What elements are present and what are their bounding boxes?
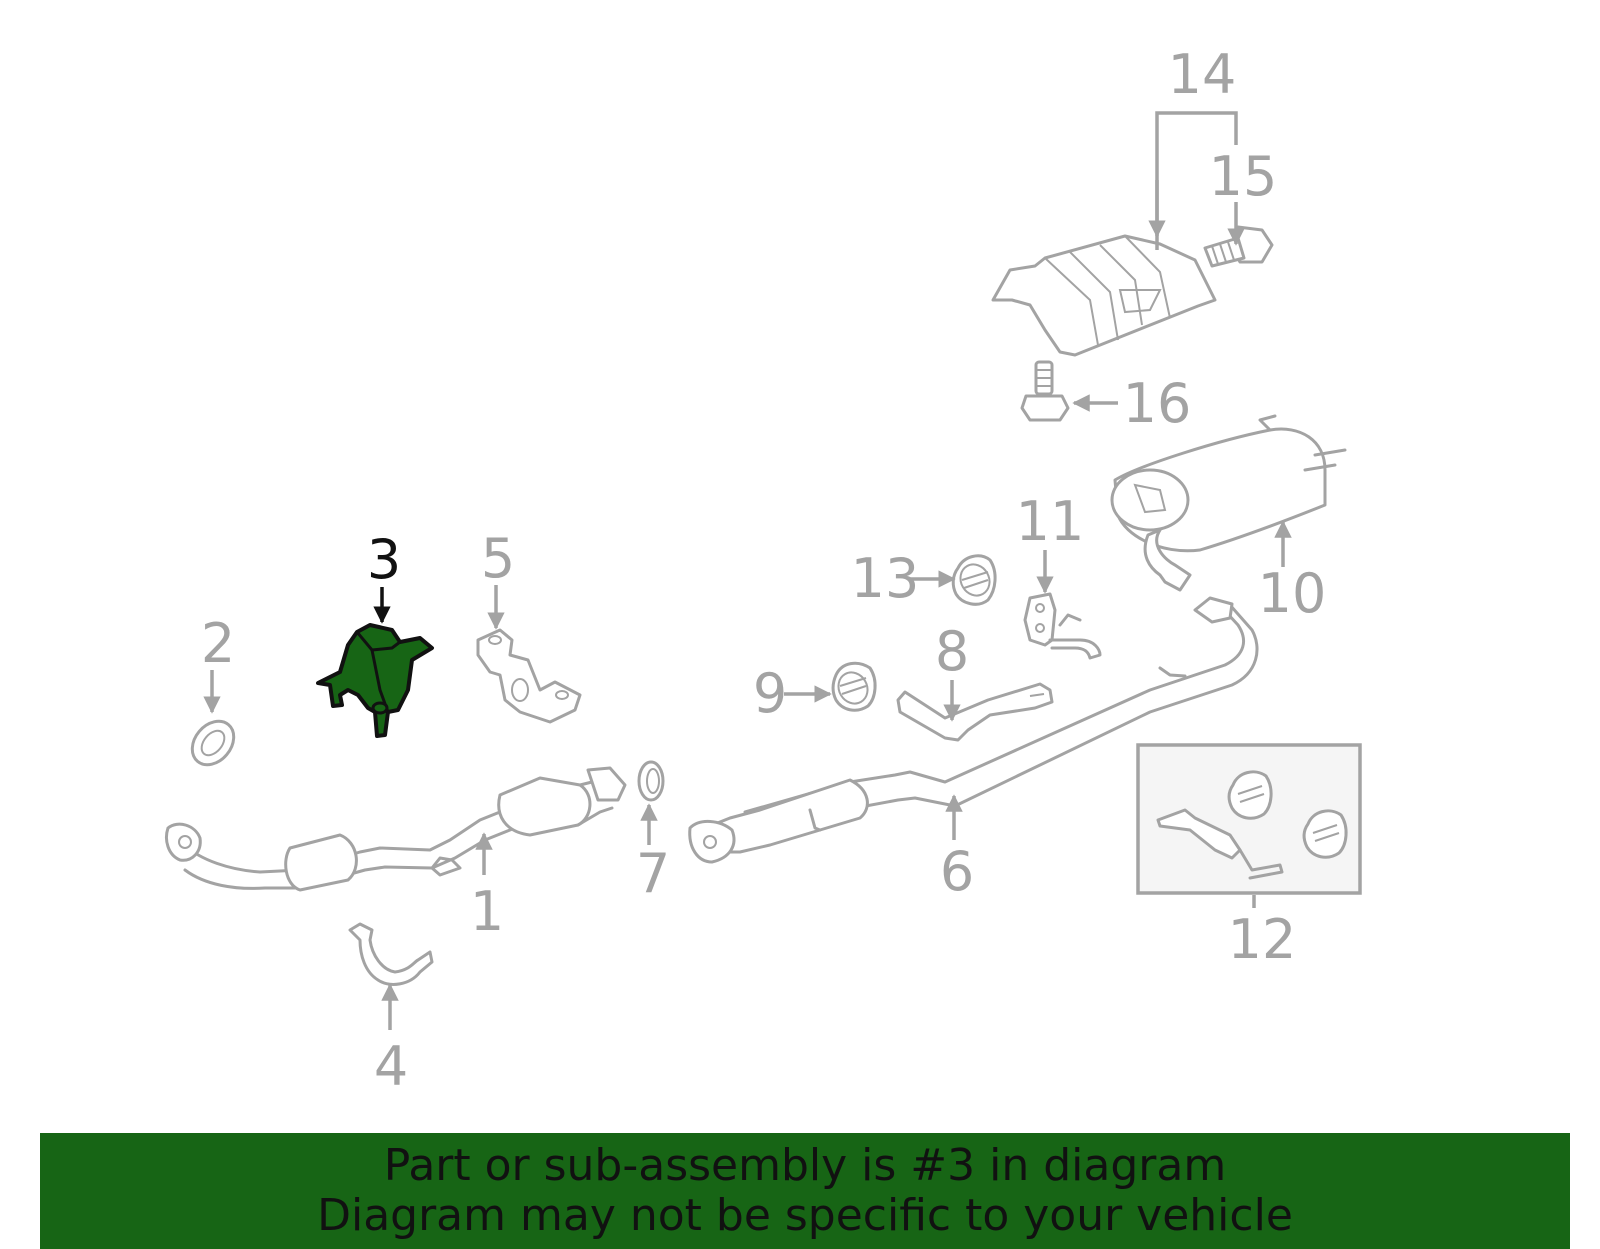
- callout-14: 14: [1168, 43, 1237, 106]
- grommet-part-9[interactable]: [831, 661, 877, 712]
- banner-line-1: Part or sub-assembly is #3 in diagram: [383, 1140, 1227, 1191]
- bolt-part-16[interactable]: [1020, 360, 1070, 422]
- hanger-part-11[interactable]: [1023, 592, 1102, 660]
- callout-3: 3: [367, 528, 401, 591]
- gasket-part-2[interactable]: [184, 713, 242, 773]
- callout-10: 10: [1258, 562, 1327, 625]
- bolt-part-15[interactable]: [1203, 225, 1274, 268]
- info-banner: Part or sub-assembly is #3 in diagram Di…: [40, 1133, 1570, 1249]
- callout-9: 9: [753, 662, 787, 725]
- callout-16: 16: [1123, 372, 1192, 435]
- leader-lines: [203, 111, 1292, 1030]
- banner-line-2: Diagram may not be specific to your vehi…: [317, 1190, 1293, 1241]
- callout-5: 5: [481, 527, 515, 590]
- callout-11: 11: [1016, 490, 1085, 553]
- callout-2: 2: [201, 612, 235, 675]
- callout-12: 12: [1228, 908, 1297, 971]
- hanger-part-8[interactable]: [896, 682, 1054, 742]
- callout-7: 7: [636, 842, 670, 905]
- callout-8: 8: [935, 620, 969, 683]
- heat-shield-part-14[interactable]: [991, 234, 1217, 357]
- muffler-part-10[interactable]: [1110, 414, 1347, 592]
- front-pipe-part-1[interactable]: [165, 766, 627, 892]
- bracket-part-3-highlighted[interactable]: [316, 623, 434, 738]
- callout-15: 15: [1209, 145, 1278, 208]
- callout-1: 1: [470, 880, 504, 943]
- gasket-part-7[interactable]: [637, 760, 665, 802]
- clamp-part-4[interactable]: [348, 922, 434, 986]
- callout-13: 13: [851, 547, 920, 610]
- kit-box-part-12[interactable]: [1136, 743, 1362, 895]
- pipe-part-6[interactable]: [688, 596, 1259, 864]
- bracket-part-5[interactable]: [476, 628, 582, 724]
- callout-4: 4: [374, 1035, 408, 1098]
- callout-labels: 1 2 3 4 5 6 7 8 9 10 11 12 13 14 15 16: [201, 43, 1327, 1098]
- callout-6: 6: [940, 840, 974, 903]
- grommet-part-13[interactable]: [951, 554, 997, 606]
